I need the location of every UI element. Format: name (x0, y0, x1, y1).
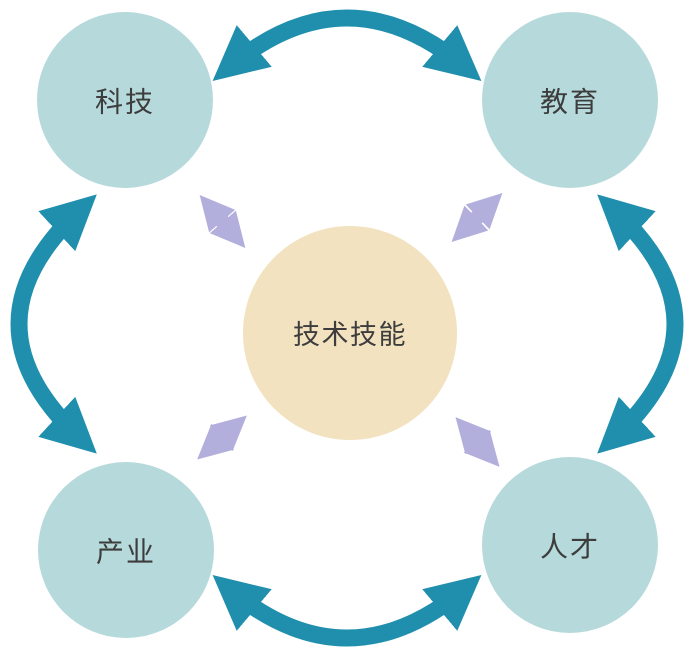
node-label: 教育 (540, 87, 600, 118)
cycle-arrow-top-icon (212, 9, 482, 81)
node-bottom-right: 人才 (482, 457, 658, 633)
link-arrow-top-left-icon (199, 194, 246, 249)
link-arrow-top-right-icon (451, 192, 503, 243)
node-circle (482, 12, 658, 188)
node-top-right: 教育 (482, 12, 658, 188)
node-label: 产业 (96, 537, 156, 568)
node-bottom-left: 产业 (38, 462, 214, 638)
cycle-arrow-bottom-icon (212, 575, 482, 647)
node-circle (38, 462, 214, 638)
cycle-arrow-left-icon (10, 194, 97, 454)
node-top-left: 科技 (37, 12, 213, 188)
center-node: 技术技能 (243, 226, 457, 440)
node-label: 人才 (540, 532, 600, 563)
node-circle (482, 457, 658, 633)
link-arrow-bottom-right-icon (455, 417, 500, 467)
center-circle (243, 226, 457, 440)
node-label: 科技 (95, 87, 155, 118)
node-circle (37, 12, 213, 188)
link-arrow-bottom-left-icon (197, 415, 247, 460)
link-arrows (197, 192, 503, 467)
cycle-arrow-right-icon (597, 194, 684, 454)
cycle-arrows (10, 9, 684, 647)
center-label: 技术技能 (293, 320, 407, 350)
